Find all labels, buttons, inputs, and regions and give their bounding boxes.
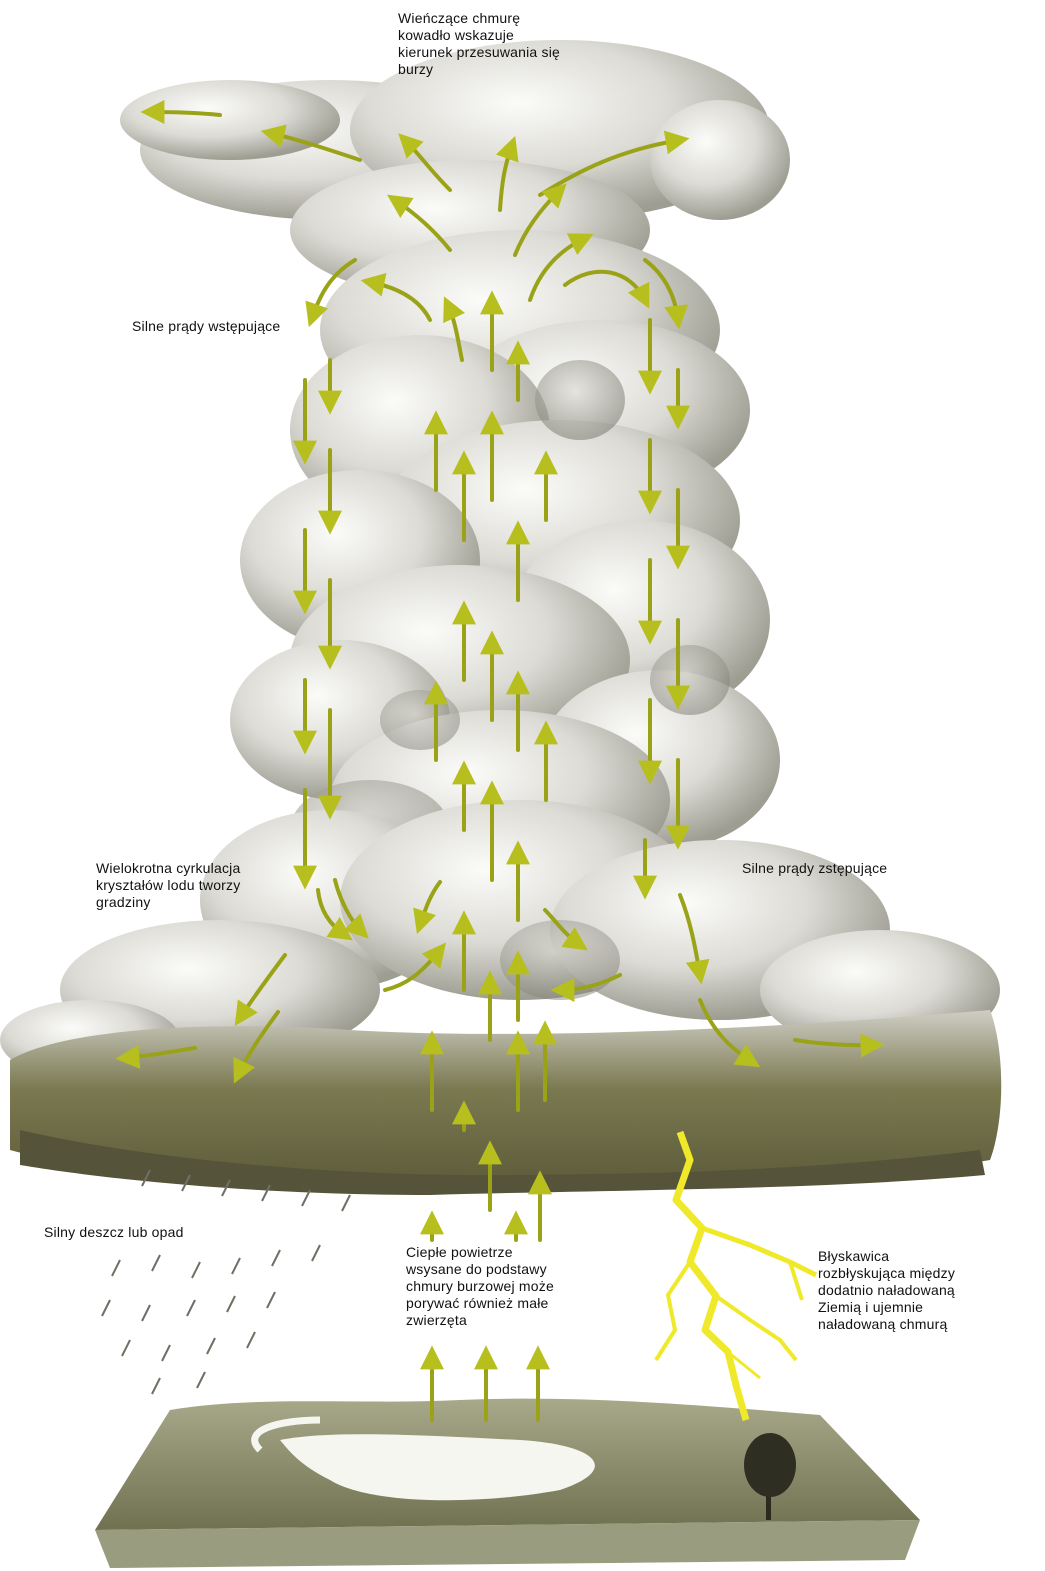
label-anvil: Wieńczące chmurę kowadło wskazuje kierun…	[398, 10, 638, 78]
label-warm-air-inflow: Ciepłe powietrze wsysane do podstawy chm…	[406, 1244, 636, 1329]
label-hail-formation: Wielokrotna cyrkulacja kryształów lodu t…	[96, 860, 316, 911]
rain-streaks	[102, 1170, 350, 1394]
label-heavy-rain: Silny deszcz lub opad	[44, 1224, 264, 1241]
label-updrafts: Silne prądy wstępujące	[132, 318, 362, 335]
label-downdrafts: Silne prądy zstępujące	[742, 860, 972, 877]
ground-landscape	[95, 1399, 920, 1568]
label-lightning: Błyskawica rozbłyskująca między dodatnio…	[818, 1248, 1043, 1333]
